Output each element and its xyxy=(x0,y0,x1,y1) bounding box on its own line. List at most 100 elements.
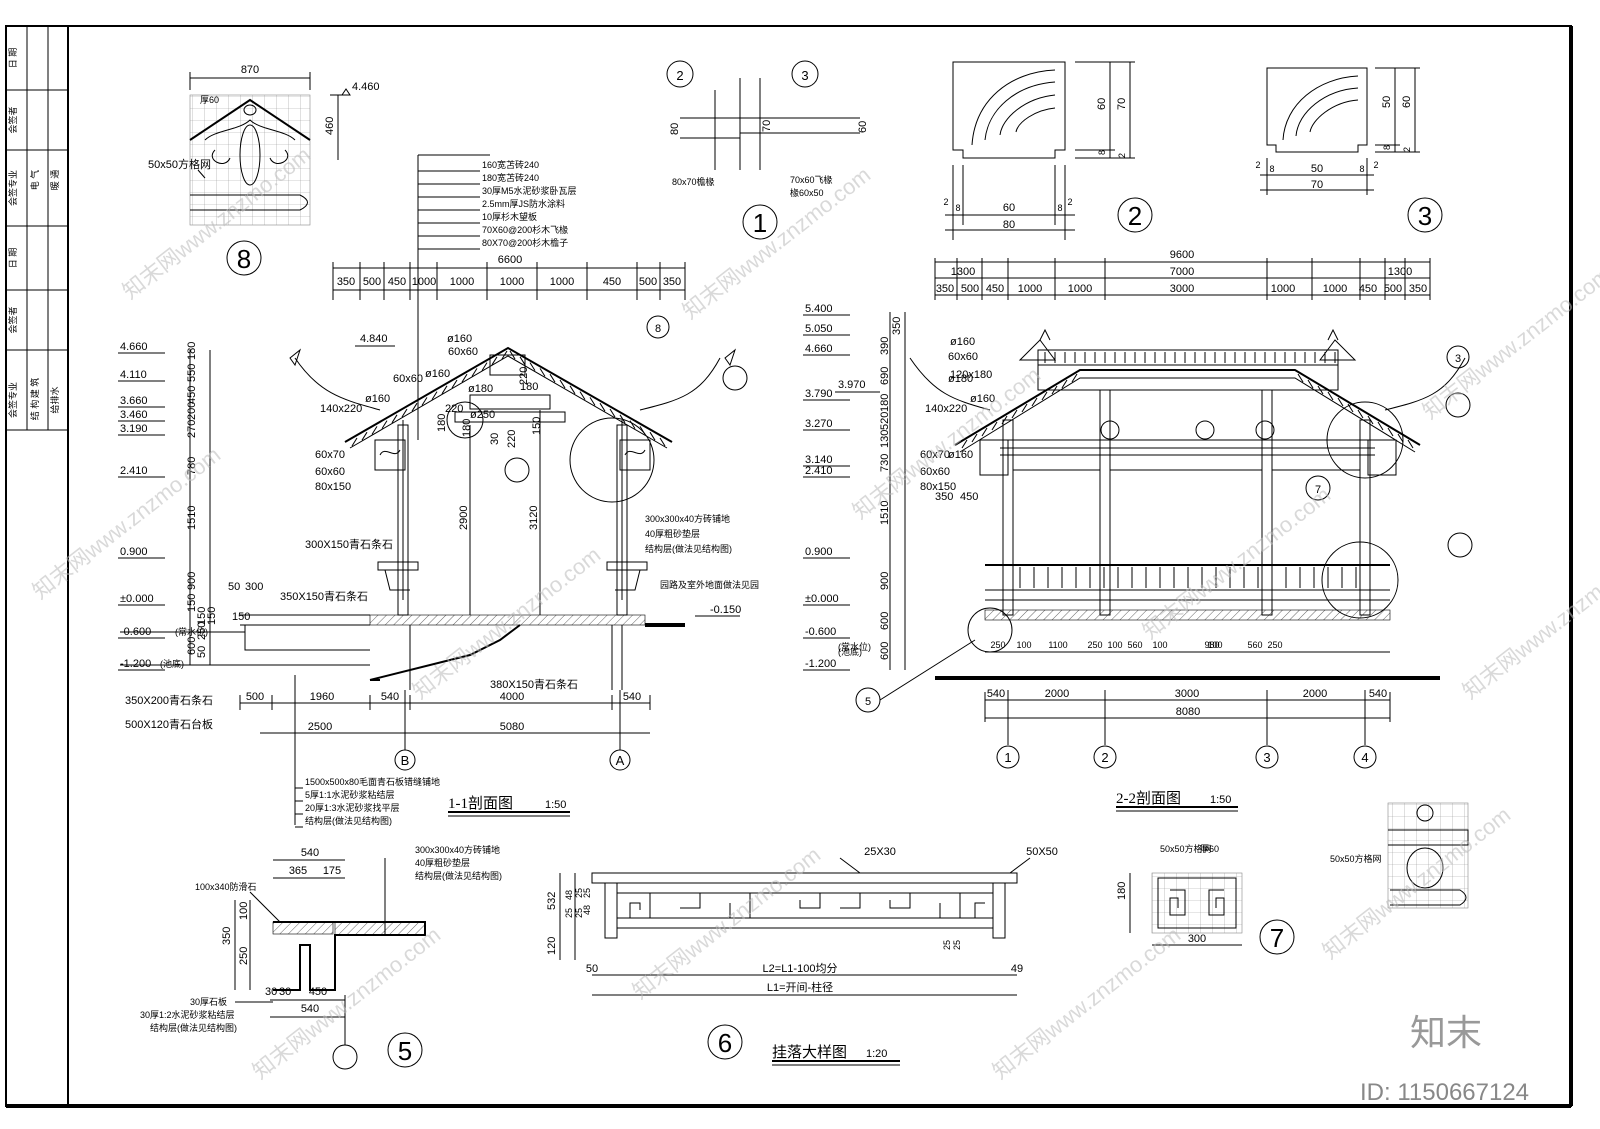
s11-annotation: 300 xyxy=(245,581,263,593)
s22-bottom-small-dim: 250 xyxy=(1267,640,1282,650)
d5-annotation: 结构层(做法见结构图) xyxy=(150,1022,237,1033)
s11-layer-note: 180宽苫砖240 xyxy=(482,172,539,183)
d5-annotation: 结构层(做法见结构图) xyxy=(415,870,502,881)
s22-bottom-small-dim: 100 xyxy=(1152,640,1167,650)
s22-vertical-dim: 130 xyxy=(879,430,891,448)
svg-text:7: 7 xyxy=(1315,484,1321,496)
site-watermark: 知末网www.znzmo.com xyxy=(988,922,1185,1084)
svg-text:70: 70 xyxy=(1116,98,1128,110)
s11-bottom-dim: 540 xyxy=(623,691,641,703)
s11-annotation: 300X150青石条石 xyxy=(305,537,393,551)
s11-bottom-dim: 5080 xyxy=(500,721,524,733)
brand-watermark: 知末 xyxy=(1410,1012,1482,1053)
svg-text:49: 49 xyxy=(1011,963,1023,975)
svg-text:3: 3 xyxy=(1455,353,1461,365)
svg-text:椽60x50: 椽60x50 xyxy=(790,187,824,198)
s22-bottom-small-dim: 980 xyxy=(1204,640,1219,650)
svg-text:50: 50 xyxy=(1311,163,1323,175)
detail-2-number: 2 xyxy=(1128,201,1142,231)
svg-text:2: 2 xyxy=(1117,153,1127,158)
svg-text:48: 48 xyxy=(582,905,592,915)
svg-text:120: 120 xyxy=(546,937,558,955)
detail-7: 180 300 50x50方格网 厚60 7 50x50方格网 xyxy=(1116,802,1469,955)
svg-text:30: 30 xyxy=(279,986,291,998)
s22-vertical-dim: 180 xyxy=(879,394,891,412)
s11-elevation: 3.190 xyxy=(120,423,148,435)
detail-8-marker xyxy=(226,240,262,276)
s11-annotation: 350X150青石条石 xyxy=(280,589,368,603)
s11-top-dim: 500 xyxy=(363,276,381,288)
s22-annotation: 450 xyxy=(960,491,978,503)
d5-annotation: 100x340防滑石 xyxy=(195,881,257,892)
s11-floor-note: 1500x500x80毛面青石板错缝铺地 xyxy=(305,776,440,787)
detail-7-number: 7 xyxy=(1270,923,1284,953)
s22-vertical-dim: 600 xyxy=(879,642,891,660)
s11-annotation: 140x220 xyxy=(320,403,362,415)
detail-1-number: 1 xyxy=(753,208,767,238)
svg-text:L2=L1-100均分: L2=L1-100均分 xyxy=(763,962,838,975)
svg-text:70: 70 xyxy=(1311,179,1323,191)
title-block-cell: 会签专业 xyxy=(7,170,18,206)
s22-vertical-dim: 1510 xyxy=(879,501,891,525)
svg-text:8: 8 xyxy=(1097,150,1107,155)
detail-6-marker xyxy=(707,1024,743,1060)
s22-top-dim: 1000 xyxy=(1271,283,1295,295)
title-block-cell: 暖 通 xyxy=(49,170,60,191)
s22-annotation: 60x70 xyxy=(920,449,950,461)
s11-vertical-dim: 600 xyxy=(186,637,198,655)
axis-A: A xyxy=(616,753,625,768)
s11-vertical-dim: 250 xyxy=(196,622,208,640)
s11-elevation: 4.840 xyxy=(360,333,388,345)
svg-text:2: 2 xyxy=(1067,197,1072,207)
id-watermark: ID: 1150667124 xyxy=(1360,1079,1529,1106)
s11-top-dim: 1000 xyxy=(412,276,436,288)
s22-top-dim: 1300 xyxy=(1388,266,1412,278)
s11-annotation: 380X150青石条石 xyxy=(490,677,578,691)
site-watermark: 知末网www.znzmo.com xyxy=(1458,542,1600,704)
s22-top-dim: 450 xyxy=(986,283,1004,295)
title-block: 日 期会签者会签专业电 气暖 通日 期会签者会签专业建 筑结 构给排水 xyxy=(5,26,68,431)
svg-text:70: 70 xyxy=(761,120,773,132)
s11-annotation: 220 xyxy=(518,367,530,385)
detail-1: 2 3 80 70 60 80x70檐椽 70x60飞椽 椽60x50 1 xyxy=(666,60,869,240)
s22-annotation: 60x60 xyxy=(948,351,978,363)
title-block-cell: 建 筑 xyxy=(29,378,40,399)
svg-text:5: 5 xyxy=(865,696,871,708)
detail-2: 60 70 8 2 60 8 8 2 2 80 2 xyxy=(943,61,1153,240)
s22-annotation: ø180 xyxy=(948,373,973,385)
s11-top-dim: 450 xyxy=(388,276,406,288)
s11-annotation: ø160 xyxy=(365,393,390,405)
s11-annotation: 350X200青石条石 xyxy=(125,693,213,707)
s22-top-dim: 500 xyxy=(961,283,979,295)
s11-annotation: 60x60 xyxy=(315,466,345,478)
svg-text:50X50: 50X50 xyxy=(1026,846,1058,858)
svg-text:25: 25 xyxy=(952,940,962,950)
detail-3-marker xyxy=(1407,197,1443,233)
svg-text:80: 80 xyxy=(1003,219,1015,231)
s22-top-dim: 1000 xyxy=(1323,283,1347,295)
s22-annotation: 120x180 xyxy=(950,369,992,381)
title-block-cell: 会签者 xyxy=(7,106,18,133)
s11-elevation: 2.410 xyxy=(120,465,148,477)
s22-annotation: ø160 xyxy=(970,393,995,405)
svg-text:60: 60 xyxy=(1401,96,1413,108)
detail-8-number: 8 xyxy=(237,244,251,274)
svg-text:2: 2 xyxy=(943,197,948,207)
s11-scale: 1:50 xyxy=(545,799,566,811)
s11-floor-note: 5厚1:1水泥砂浆粘结层 xyxy=(305,789,395,800)
site-watermark: 知末网www.znzmo.com xyxy=(248,922,445,1084)
s22-annotation: 140x220 xyxy=(925,403,967,415)
axis-3: 3 xyxy=(1263,750,1270,765)
s22-elevation: 3.140 xyxy=(805,454,833,466)
d5-annotation: 40厚粗砂垫层 xyxy=(415,857,470,868)
s22-bottom-dim: 540 xyxy=(1369,688,1387,700)
s22-annotation: 80x150 xyxy=(920,481,956,493)
s11-vertical-dim: 180 xyxy=(186,342,198,360)
svg-text:80x70檐椽: 80x70檐椽 xyxy=(672,176,715,187)
s11-vertical-dim: 450 xyxy=(186,386,198,404)
s22-vertical-dim: 390 xyxy=(879,337,891,355)
svg-text:8: 8 xyxy=(1057,203,1062,213)
s22-elevation: 2.410 xyxy=(805,465,833,477)
s11-annotation: 220 xyxy=(506,430,518,448)
